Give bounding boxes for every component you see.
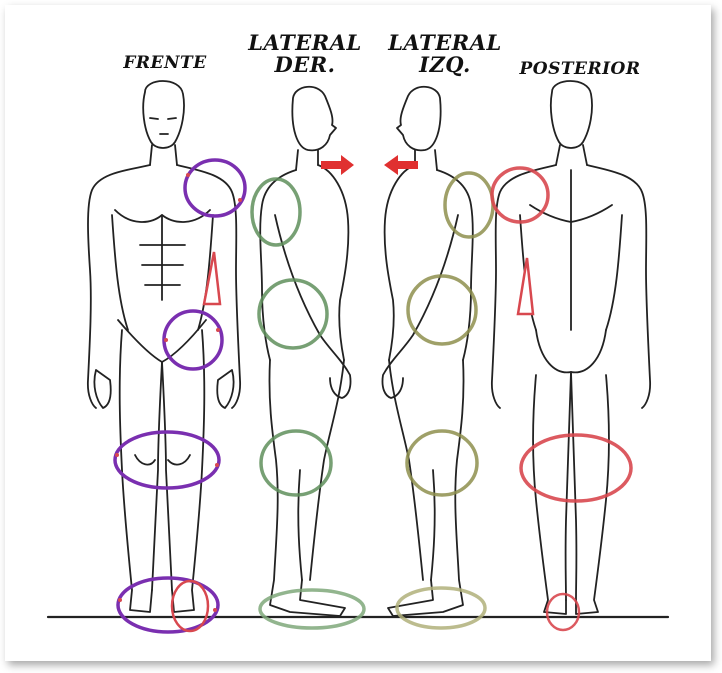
posterior-figure <box>492 81 650 614</box>
posterior-knee-circle <box>521 435 631 501</box>
front-shoulder-circle <box>185 160 245 216</box>
posterior-shoulder-circle <box>492 168 548 222</box>
left-hip-circle <box>408 276 476 344</box>
right-lateral-arrow <box>321 155 354 175</box>
front-circle-dots <box>115 173 242 612</box>
posterior-triangle-marker <box>518 258 533 314</box>
right-knee-circle <box>261 431 331 495</box>
right-shoulder-circle <box>252 179 300 245</box>
front-triangle-marker <box>204 252 220 304</box>
left-shoulder-circle <box>445 173 493 237</box>
left-lateral-arrow <box>384 155 418 175</box>
left-knee-circle <box>407 431 477 495</box>
left-foot-circle <box>397 588 485 628</box>
right-hip-circle <box>259 280 327 348</box>
right-foot-circle <box>260 590 364 628</box>
front-ankle-circle <box>172 581 208 631</box>
front-hip-circle <box>164 311 222 369</box>
